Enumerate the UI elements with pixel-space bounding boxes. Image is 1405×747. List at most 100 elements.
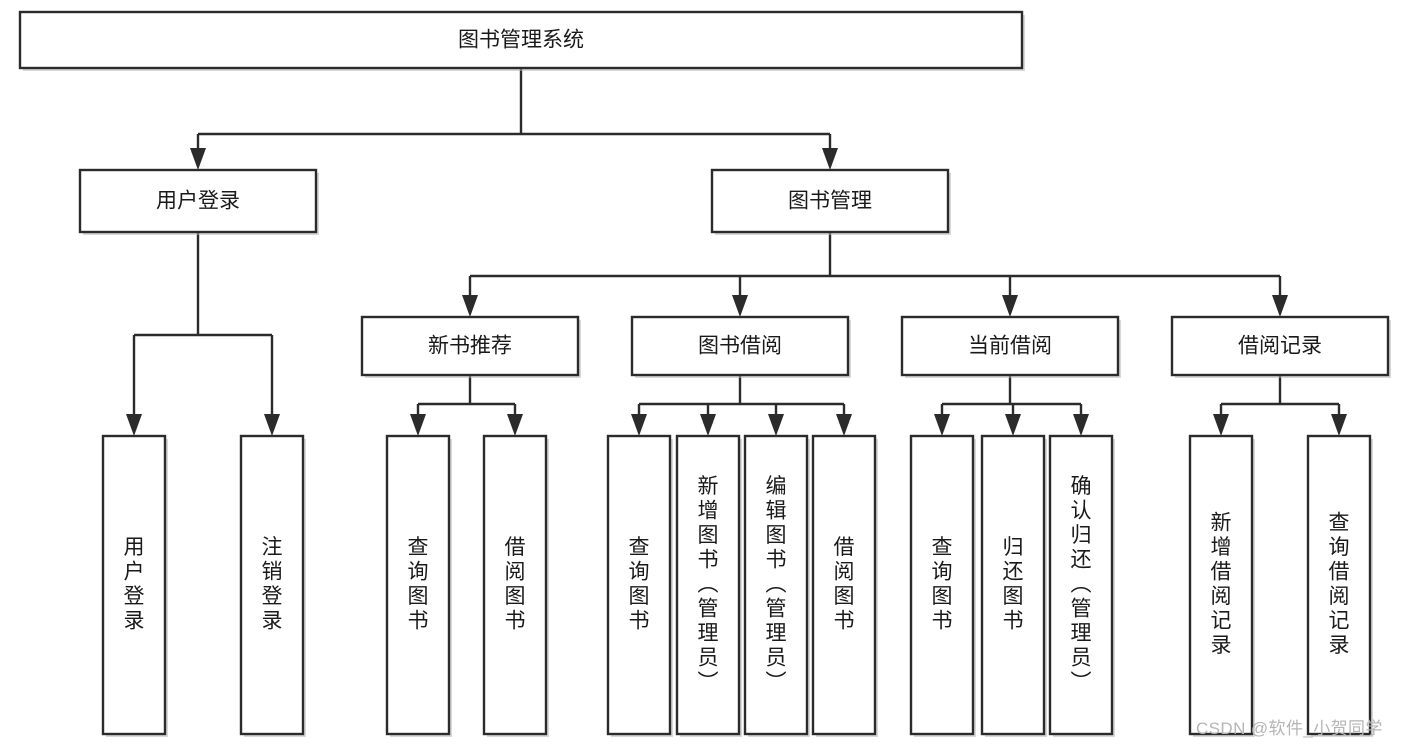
node-rect[interactable] [743,434,809,736]
node-label-char: 书 [766,548,787,571]
node-label: 图书管理 [788,190,872,213]
node-l2-当前借阅[interactable]: 当前借阅 [900,315,1121,378]
node-rect[interactable] [1306,434,1372,736]
node-label-char: 新 [698,475,719,498]
node-rect[interactable] [78,168,318,234]
node-label-char: ︵ [698,573,719,596]
node-rect[interactable] [18,10,1024,70]
arrow-head-icon [768,414,784,436]
node-rect[interactable] [980,434,1046,736]
node-rect[interactable] [630,315,850,377]
node-label: 图书管理系统 [458,29,584,52]
node-label-char: 书 [408,610,429,633]
node-rect[interactable] [811,434,877,736]
node-label-char: 借 [1329,561,1350,584]
node-rect[interactable] [675,434,741,736]
connectors-layer [126,68,1347,436]
node-l1-图书管理[interactable]: 图书管理 [710,168,951,235]
node-label-char: 确 [1071,475,1092,498]
node-label-char: 书 [932,610,953,633]
node-rect[interactable] [909,434,975,736]
node-l2-新书推荐[interactable]: 新书推荐 [360,315,581,378]
node-label: 用户登录 [156,190,240,213]
node-label-char: 记 [1329,610,1350,633]
node-rect[interactable] [1048,434,1114,736]
node-rect[interactable] [101,434,167,736]
node-label-char: ︶ [1071,671,1092,694]
node-label-char: 归 [1003,536,1024,559]
node-label-char: 询 [629,561,650,584]
node-label-char: 录 [262,610,283,633]
node-label-char: 图 [932,585,953,608]
node-label-char: 书 [698,548,719,571]
arrow-head-icon [836,414,852,436]
node-label-char: 理 [766,622,787,645]
node-rect[interactable] [239,434,305,736]
node-label-char: ︶ [766,671,787,694]
nodes-layer: 图书管理系统用户登录图书管理新书推荐图书借阅当前借阅借阅记录用户登录注销登录查询… [18,10,1391,737]
node-label-char: 理 [698,622,719,645]
node-leaf-用户登录[interactable]: 用户登录 [101,434,168,737]
node-rect[interactable] [606,434,672,736]
node-l1-用户登录[interactable]: 用户登录 [78,168,319,235]
arrow-head-icon [1213,414,1229,436]
node-label-char: 询 [408,561,429,584]
node-label-char: 记 [1211,610,1232,633]
node-label-char: 图 [766,524,787,547]
node-label-char: 借 [834,536,855,559]
node-label-char: 查 [932,536,953,559]
node-label-char: 图 [408,585,429,608]
node-label-char: 管 [766,597,787,620]
node-root-图书管理系统[interactable]: 图书管理系统 [18,10,1025,71]
node-rect[interactable] [900,315,1120,377]
node-rect[interactable] [385,434,451,736]
node-label: 当前借阅 [968,335,1052,358]
node-label-char: 用 [124,536,145,559]
node-label-char: 查 [408,536,429,559]
node-label-char: 增 [1211,536,1232,559]
node-label-char: ︵ [766,573,787,596]
node-label-char: 辑 [766,499,787,522]
node-rect[interactable] [710,168,950,234]
node-label-char: 借 [505,536,526,559]
arrow-head-icon [1073,414,1089,436]
node-rect[interactable] [1188,434,1254,736]
node-rect[interactable] [360,315,580,377]
node-rect[interactable] [1170,315,1390,377]
arrow-head-icon [410,414,426,436]
node-label-char: 还 [1003,561,1024,584]
node-label-char: 询 [932,561,953,584]
arrow-head-icon [462,295,478,317]
node-label-char: ︵ [1071,573,1092,596]
node-label-char: 增 [698,499,719,522]
node-label-char: 图 [505,585,526,608]
node-label-char: 编 [766,475,787,498]
node-label: 新书推荐 [428,335,512,358]
arrow-head-icon [1005,414,1021,436]
node-l2-图书借阅[interactable]: 图书借阅 [630,315,851,378]
node-label-char: 录 [124,610,145,633]
arrow-head-icon [507,414,523,436]
node-label-char: 图 [629,585,650,608]
watermark-label: CSDN @软件_小贺同学 [1196,719,1383,738]
node-rect[interactable] [482,434,548,736]
node-label-char: 注 [262,536,283,559]
node-label-char: 户 [124,561,145,584]
node-label-char: 图 [698,524,719,547]
node-label-char: 登 [124,585,145,608]
node-label-char: 阅 [1211,585,1232,608]
node-l2-借阅记录[interactable]: 借阅记录 [1170,315,1391,378]
